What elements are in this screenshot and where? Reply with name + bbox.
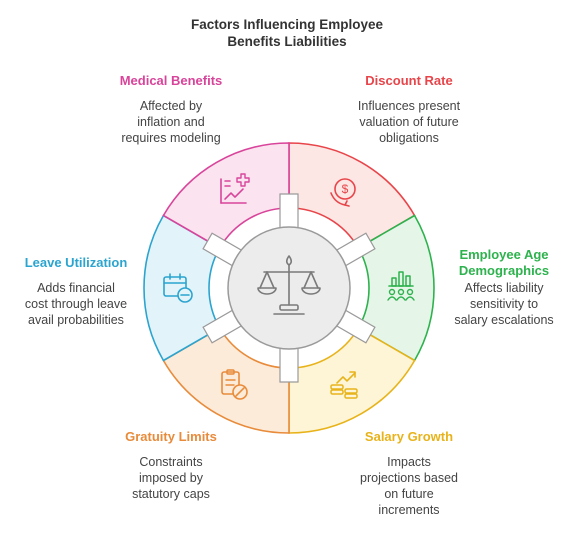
factor-discount: Discount Rate Influences present valuati…: [338, 73, 480, 146]
factor-leave-title: Leave Utilization: [24, 255, 128, 270]
factor-gratuity-description: Constraints imposed by statutory caps: [132, 455, 210, 501]
segment-medical: [162, 142, 290, 250]
factor-medical-description: Affected by inflation and requires model…: [121, 99, 221, 145]
medical-chart-icon: [220, 173, 250, 204]
diagram-title: Factors Influencing Employee Benefits Li…: [190, 17, 384, 49]
factor-salary: Salary Growth Impacts projections based …: [338, 429, 480, 518]
svg-text:$: $: [342, 182, 349, 196]
dollar-down-icon: $: [330, 178, 356, 207]
factor-salary-title: Salary Growth: [364, 429, 454, 444]
factor-demographics-title: Employee Age Demographics: [458, 247, 550, 278]
clipboard-block-icon: [221, 369, 248, 400]
money-growth-icon: [330, 371, 358, 399]
factor-demographics: Employee Age Demographics Affects liabil…: [438, 247, 570, 328]
factor-discount-title: Discount Rate: [365, 73, 453, 88]
factor-gratuity-title: Gratuity Limits: [125, 429, 217, 444]
factor-demographics-description: Affects liability sensitivity to salary …: [454, 281, 554, 327]
scale-icon: [257, 255, 321, 315]
factor-discount-description: Influences present valuation of future o…: [357, 99, 461, 145]
calendar-minus-icon: [163, 273, 193, 303]
factor-leave-description: Adds financial cost through leave avail …: [24, 281, 128, 327]
connector-tab: [279, 193, 299, 231]
factor-medical-title: Medical Benefits: [119, 73, 223, 88]
factor-gratuity: Gratuity Limits Constraints imposed by s…: [100, 429, 242, 502]
bar-chart-people-icon: [387, 271, 415, 301]
factor-leave: Leave Utilization Adds financial cost th…: [6, 255, 146, 328]
factor-salary-description: Impacts projections based on future incr…: [360, 455, 458, 517]
connector-tab: [279, 345, 299, 383]
factor-medical: Medical Benefits Affected by inflation a…: [100, 73, 242, 146]
